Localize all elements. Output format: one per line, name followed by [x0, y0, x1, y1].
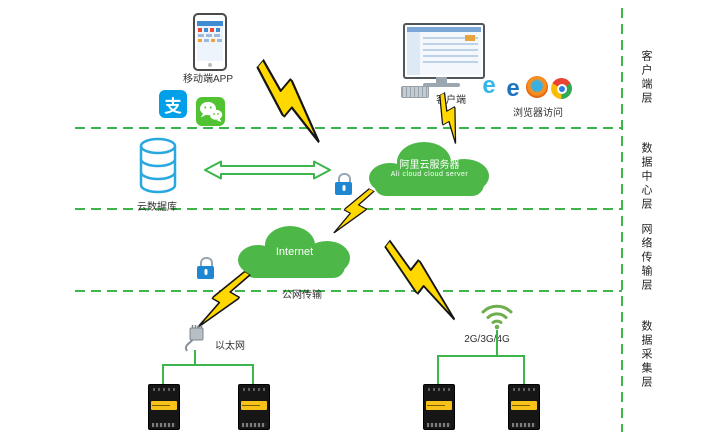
layer-label-client: 客户端层 [640, 50, 652, 106]
database-icon [139, 137, 177, 194]
lightning-bolt-cloud-cellular [383, 239, 456, 321]
connector-line [162, 364, 164, 385]
monitor-screen [407, 27, 481, 75]
layer-divider-1 [75, 127, 622, 129]
phone-screen [197, 21, 223, 61]
internet-label: Internet [275, 246, 314, 258]
ethernet-plug-icon [184, 325, 204, 352]
lightning-bolt-phone-cloud [256, 58, 321, 144]
rtu-device-icon [508, 384, 540, 430]
layer-divider-vertical [621, 8, 623, 432]
cloud-db-label: 云数据库 [137, 202, 177, 213]
ali-cloud-icon [369, 142, 489, 196]
layer-divider-3 [75, 290, 622, 292]
monitor-stand [436, 77, 447, 83]
connector-line [523, 355, 525, 385]
desktop-monitor-icon [403, 23, 485, 79]
mobile-app-label: 移动端APP [182, 74, 233, 85]
keyboard-icon [401, 86, 429, 98]
lock-icon-internet [197, 257, 214, 279]
lightning-bolt-cloud-internet [333, 187, 375, 234]
rtu-device-icon [148, 384, 180, 430]
monitor-base [423, 83, 460, 87]
connector-line [437, 355, 525, 357]
rtu-device-icon [423, 384, 455, 430]
alipay-icon: 支 [159, 90, 187, 118]
lightning-bolt-internet-ethernet [196, 270, 252, 329]
lock-icon-cloud [335, 173, 352, 195]
browser-access-label: 浏览器访问 [513, 108, 563, 119]
chrome-browser-icon [551, 78, 572, 99]
edge-browser-icon: e [506, 75, 520, 102]
ethernet-label: 以太网 [215, 341, 245, 352]
cellular-label: 2G/3G/4G [464, 334, 510, 345]
rtu-device-icon [238, 384, 270, 430]
connector-line [252, 364, 254, 385]
lightning-bolt-client-cloud [439, 91, 457, 145]
layer-label-network: 网络传输层 [640, 223, 652, 293]
firefox-browser-icon [526, 76, 548, 98]
ali-cloud-label-cn: 阿里云服务器 [399, 160, 460, 171]
wifi-icon [481, 304, 513, 330]
connector-line [162, 364, 254, 366]
client-label: 客户端 [436, 95, 466, 106]
connector-line [437, 355, 439, 385]
ali-cloud-label-en: Ali cloud cloud server [390, 171, 469, 178]
public-net-label: 公网传输 [282, 290, 322, 301]
smartphone-icon [193, 13, 227, 71]
connector-line [496, 330, 498, 356]
ali-cloud-text: 阿里云服务器 Ali cloud cloud server [362, 156, 497, 178]
double-arrow [204, 160, 331, 180]
alipay-glyph: 支 [164, 96, 182, 116]
wechat-icon [196, 97, 225, 126]
layer-label-datacenter: 数据中心层 [640, 142, 652, 212]
ie-browser-icon: e [482, 72, 496, 99]
internet-cloud-icon [238, 226, 350, 278]
connector-line [194, 350, 196, 365]
layer-label-collection: 数据采集层 [640, 320, 652, 390]
